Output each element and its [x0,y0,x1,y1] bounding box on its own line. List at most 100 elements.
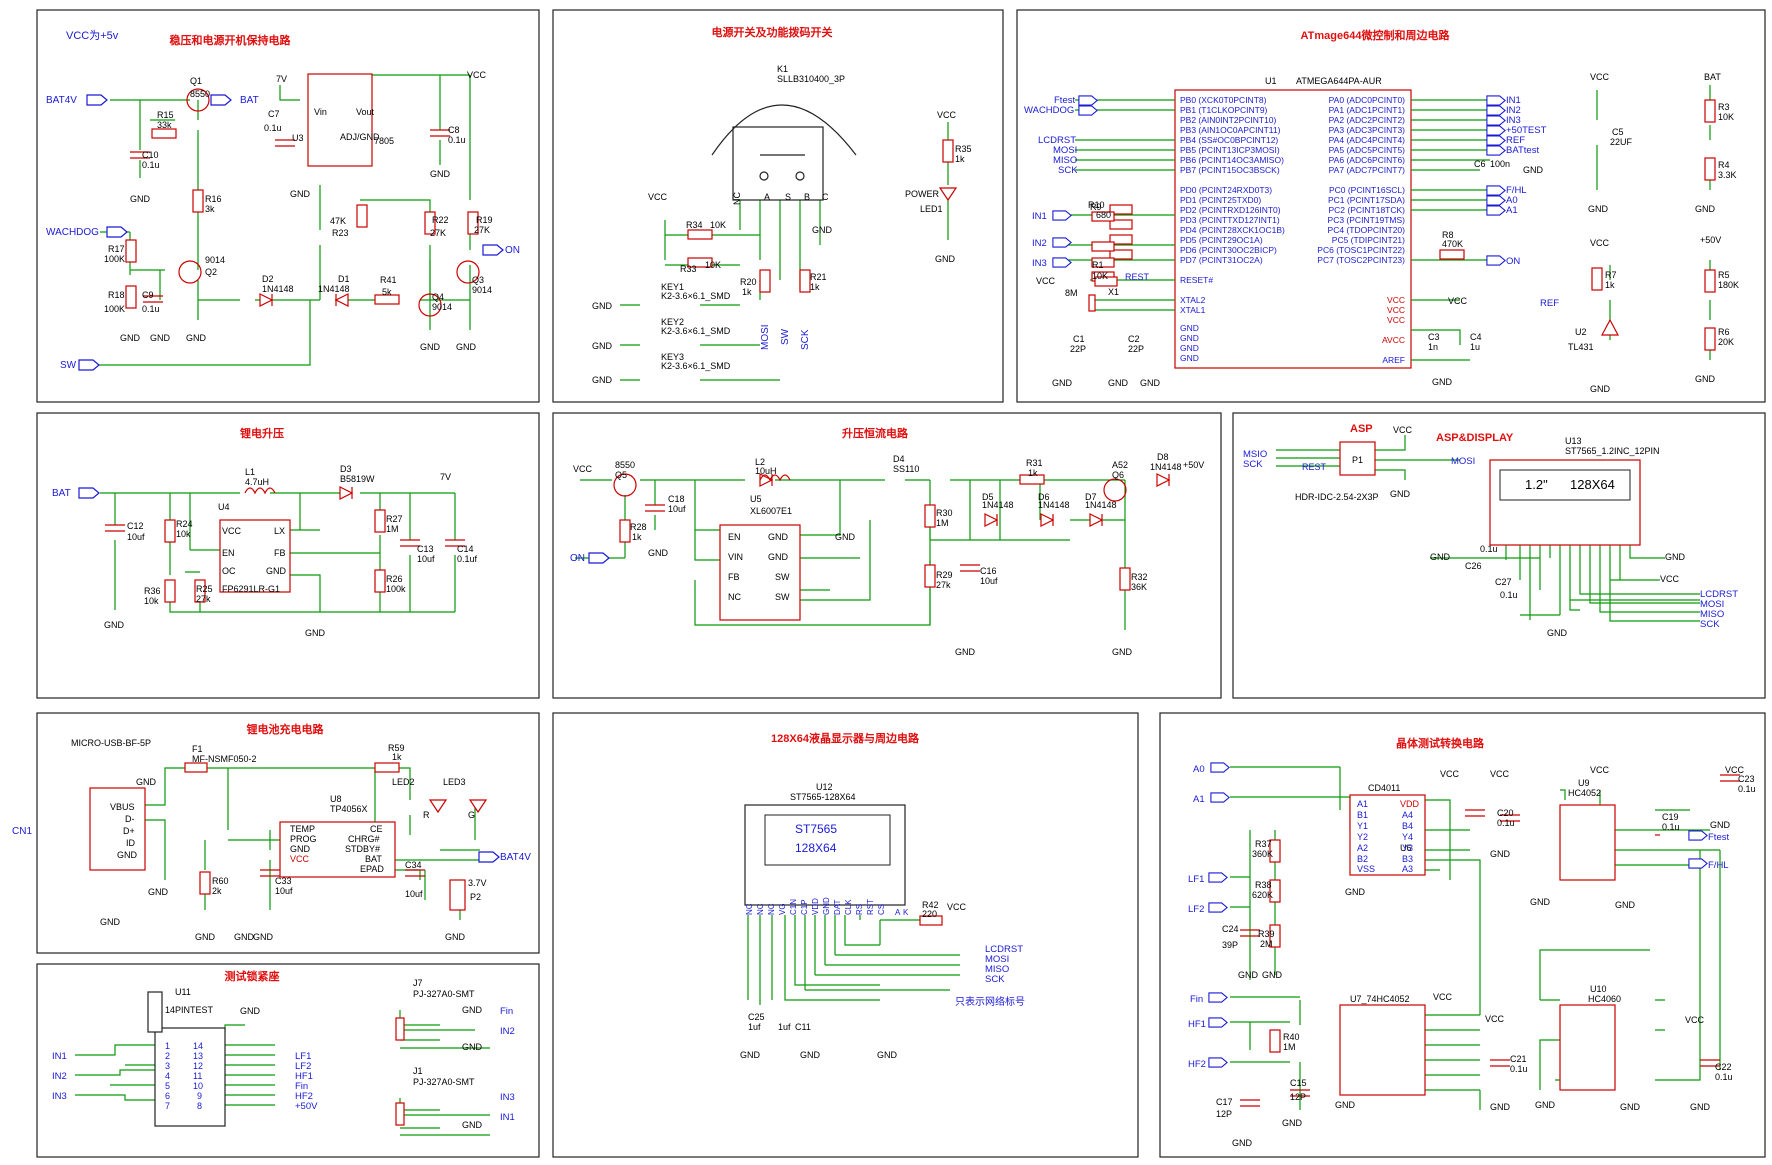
svg-text:27K: 27K [474,225,490,235]
svg-text:GND: GND [186,333,207,343]
svg-text:KEY3: KEY3 [661,352,684,362]
svg-text:R29: R29 [936,570,953,580]
mcu-right-pin: PC7 (TOSC2PCINT23) [1317,255,1405,265]
port-bat4v: BAT4V [46,95,77,106]
svg-text:KEY1: KEY1 [661,282,684,292]
svg-text:FB: FB [728,572,740,582]
port-sck: SCK [800,329,811,350]
wires [95,74,471,366]
svg-text:10uf: 10uf [275,886,293,896]
svg-text:Y3: Y3 [1402,843,1413,853]
svg-text:1u: 1u [1470,342,1480,352]
port-lf1: LF1 [1188,874,1204,885]
svg-text:Y2: Y2 [1357,832,1368,842]
svg-text:0.1uf: 0.1uf [457,554,478,564]
svg-text:8550: 8550 [190,89,210,99]
svg-text:GND: GND [1112,647,1133,657]
svg-text:1N4148: 1N4148 [982,500,1014,510]
port-in3-r: IN3 [1506,115,1521,126]
svg-text:NC: NC [767,903,776,915]
svg-text:R21: R21 [810,272,827,282]
svg-text:VCC: VCC [467,70,487,80]
svg-text:GND: GND [1695,204,1716,214]
svg-text:1k: 1k [1028,468,1038,478]
svg-text:B4: B4 [1402,821,1413,831]
port-in2: IN2 [52,1071,67,1082]
svg-text:R27: R27 [386,514,403,524]
ports: Ftest WACHDOG LCDRST MOSI MISO SCK IN1 I… [1024,95,1559,309]
svg-text:22UF: 22UF [1610,137,1633,147]
svg-text:10uf: 10uf [405,889,423,899]
svg-text:GND: GND [120,333,141,343]
svg-text:HC4060: HC4060 [1588,994,1621,1004]
svg-text:U8: U8 [330,794,342,804]
port-lf1: LF1 [295,1051,311,1062]
lcd-title: ST7565 [795,822,837,836]
svg-text:10uf: 10uf [417,554,435,564]
svg-text:VCC: VCC [1590,765,1610,775]
svg-text:VCC: VCC [947,902,967,912]
svg-text:GND: GND [877,1050,898,1060]
svg-text:MICRO-USB-BF-5P: MICRO-USB-BF-5P [71,738,151,748]
svg-text:U5: U5 [750,494,762,504]
svg-text:CE: CE [370,824,383,834]
svg-text:C1P: C1P [800,899,809,915]
svg-text:U13: U13 [1565,436,1582,446]
port-in2-r: IN2 [1506,105,1521,116]
port-wachdog: WACHDOG [1024,105,1074,116]
svg-text:GND: GND [812,225,833,235]
svg-text:Y1: Y1 [1357,821,1368,831]
svg-text:22P: 22P [1128,344,1144,354]
svg-text:33k: 33k [157,120,172,130]
panel-crystal: 晶体测试转换电路 [1159,712,1766,1158]
port-lcdrst: LCDRST [985,944,1023,955]
panel-title: 锂电池充电电路 [247,722,325,736]
svg-text:R6: R6 [1718,327,1730,337]
port-in3-2: IN3 [500,1092,515,1103]
svg-text:GND: GND [822,897,831,915]
svg-text:R31: R31 [1026,458,1043,468]
mcu-left-pin: PB3 (AIN1OC0APCINT11) [1180,125,1281,135]
svg-text:8550: 8550 [615,460,635,470]
port-in2-2: IN2 [500,1026,515,1037]
svg-text:1M: 1M [386,524,399,534]
svg-text:PJ-327A0-SMT: PJ-327A0-SMT [413,1077,475,1087]
svg-text:VCC: VCC [1590,238,1610,248]
svg-text:GND: GND [1695,374,1716,384]
svg-text:10uH: 10uH [755,466,777,476]
svg-text:1N4148: 1N4148 [1038,500,1070,510]
svg-text:GND: GND [1547,628,1568,638]
svg-text:4: 4 [165,1071,170,1081]
svg-text:13: 13 [193,1051,203,1061]
svg-text:U2: U2 [1575,327,1587,337]
svg-text:X1: X1 [1108,287,1119,297]
svg-text:9: 9 [197,1091,202,1101]
svg-text:R39: R39 [1258,929,1275,939]
svg-text:3: 3 [165,1061,170,1071]
svg-text:EN: EN [222,548,235,558]
svg-text:12P: 12P [1290,1092,1306,1102]
svg-text:DAT: DAT [833,899,842,915]
svg-text:7V: 7V [276,74,287,84]
svg-text:R3: R3 [1718,102,1730,112]
port-in2: IN2 [1032,238,1047,249]
svg-text:LX: LX [274,526,285,536]
svg-text:GND: GND [104,620,125,630]
svg-text:XL6007E1: XL6007E1 [750,506,792,516]
svg-text:R20: R20 [740,277,757,287]
svg-text:10K: 10K [710,220,726,230]
svg-text:GND: GND [740,1050,761,1060]
svg-text:GND: GND [456,342,477,352]
port-on: ON [1506,256,1520,267]
port-bat: BAT [240,95,259,106]
svg-text:27K: 27K [430,228,446,238]
svg-text:8M: 8M [1065,288,1078,298]
svg-text:OC: OC [222,566,236,576]
svg-text:1M: 1M [1283,1042,1296,1052]
port-on: ON [505,245,520,256]
svg-text:GND: GND [420,342,441,352]
svg-text:8: 8 [197,1101,202,1111]
